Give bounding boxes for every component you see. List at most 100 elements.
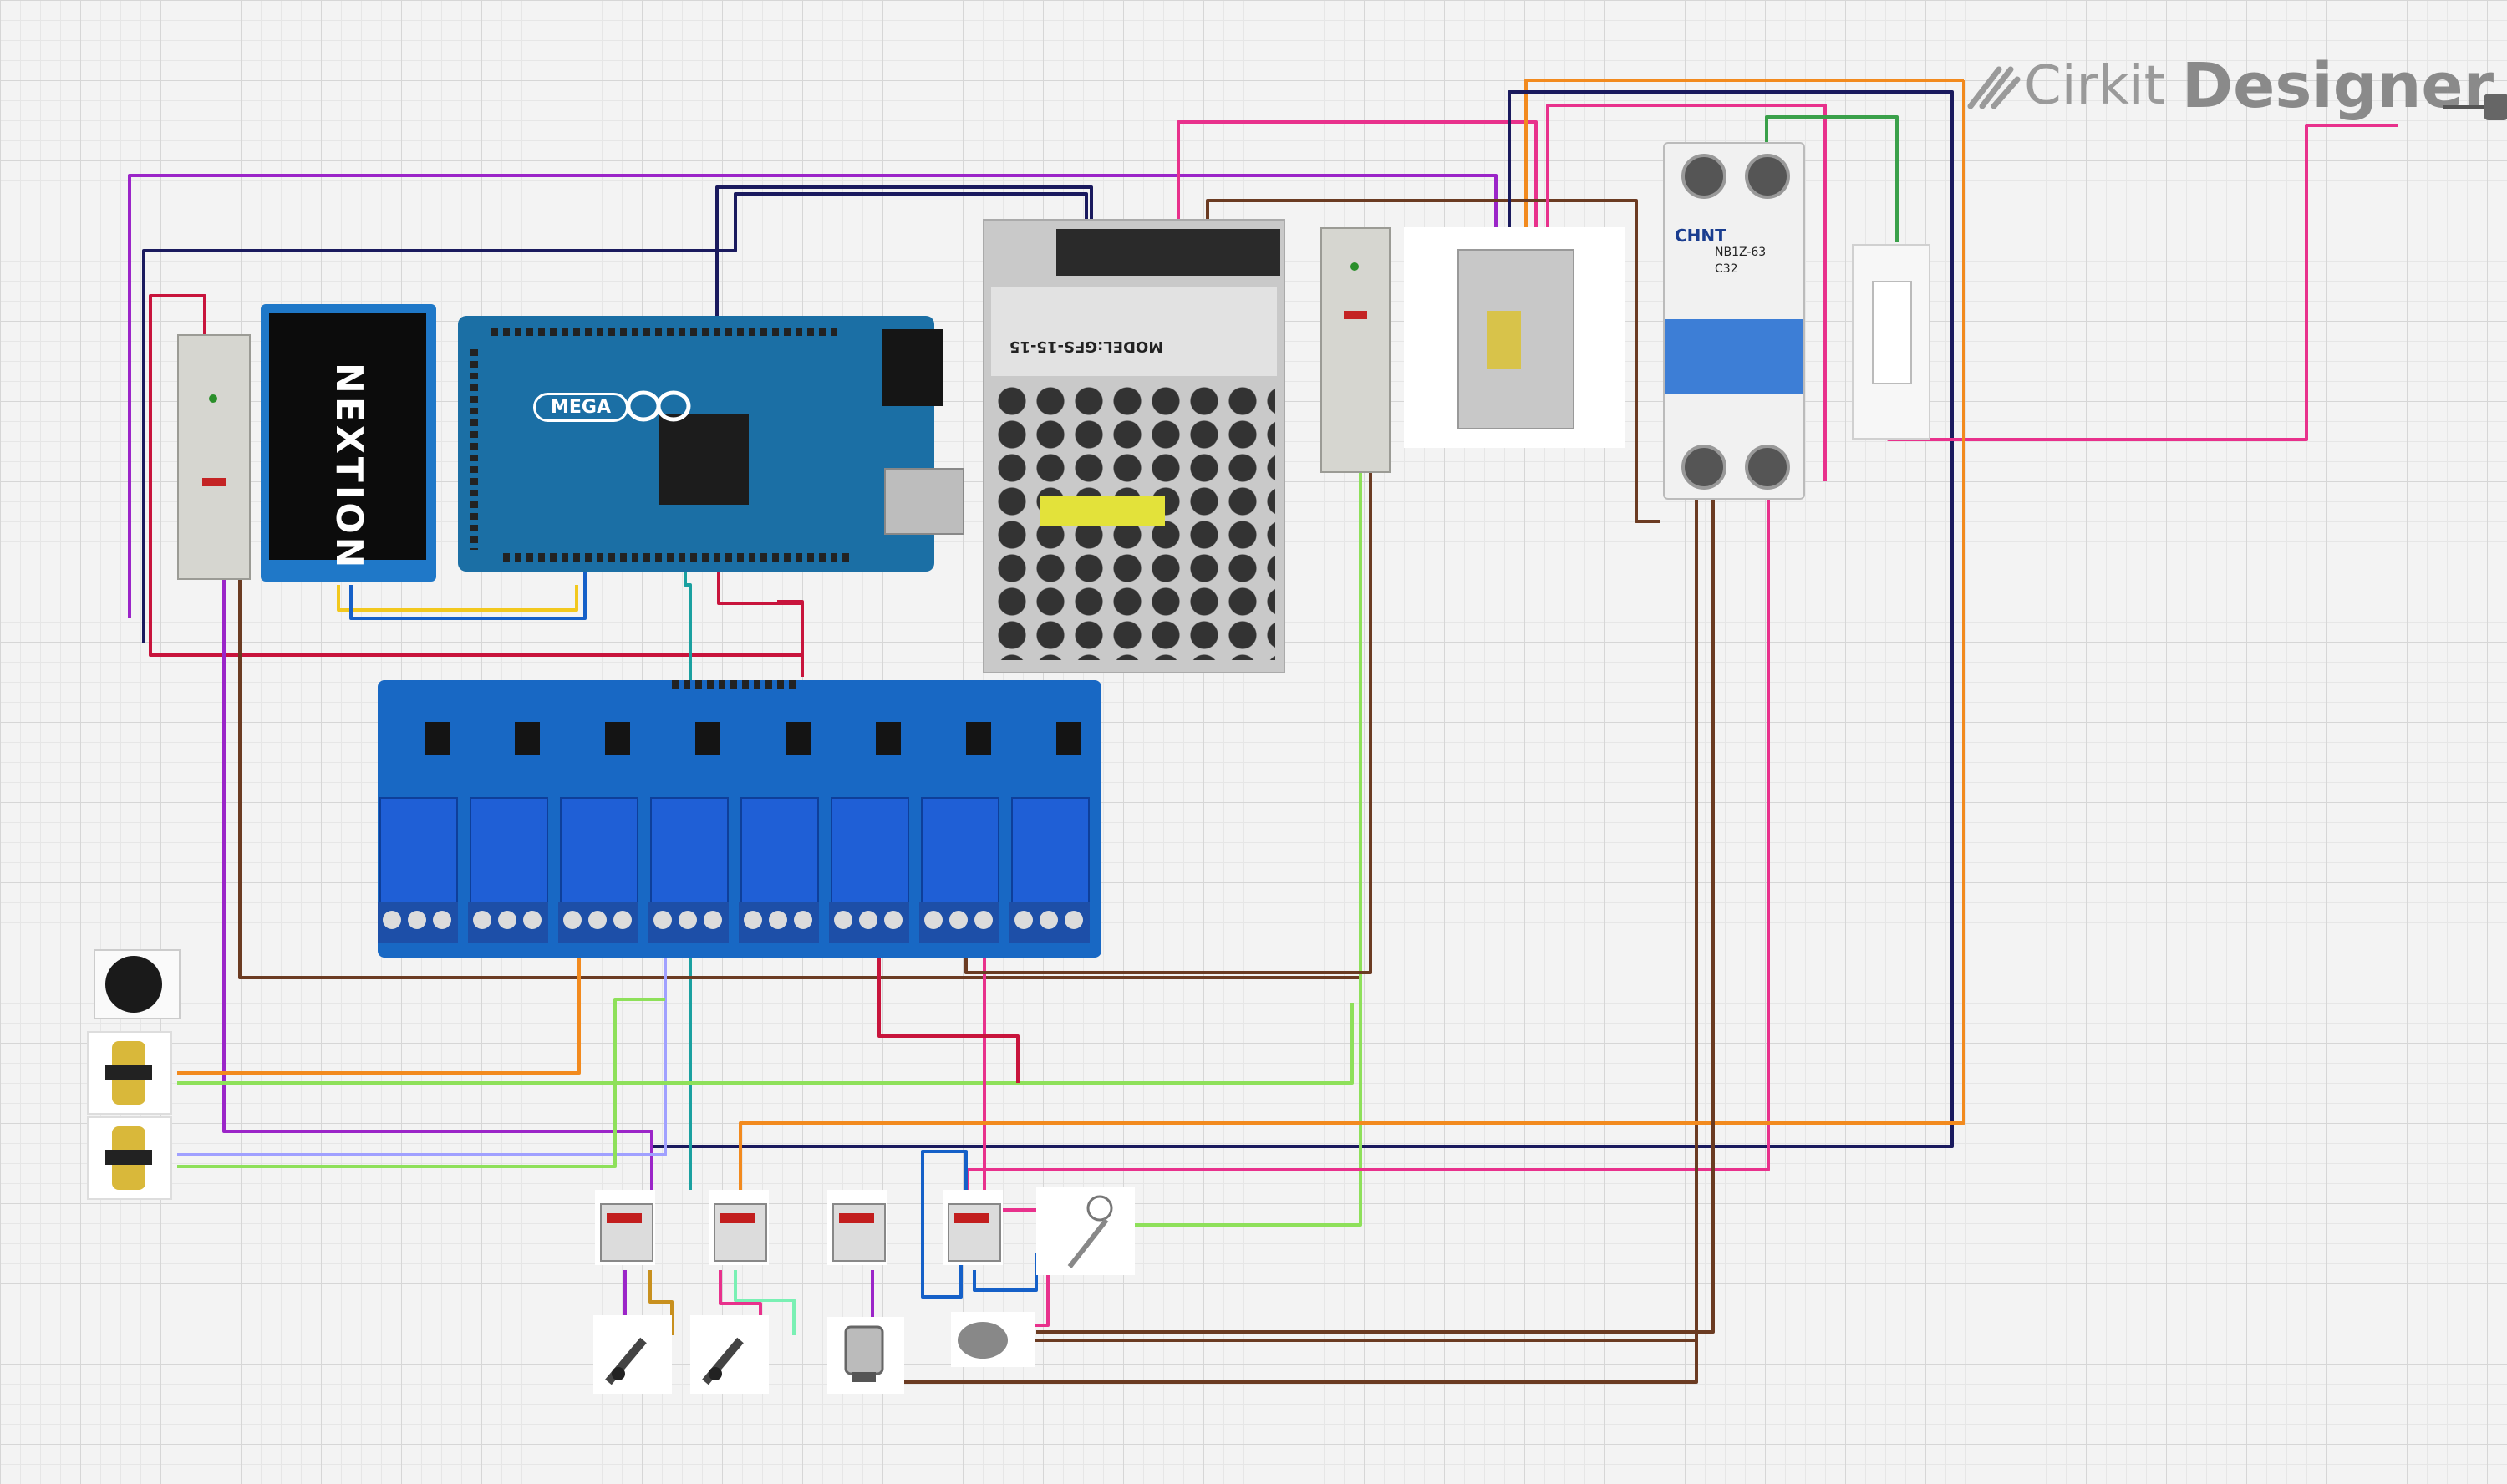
wire[interactable] (921, 1150, 968, 1298)
relay (379, 797, 458, 916)
wire[interactable] (222, 575, 653, 1190)
circuit-breaker[interactable]: CHNT NB1Z-63 C32 (1663, 142, 1805, 500)
power-supply-gfs-15-15[interactable]: MODEL:GFS-15-15 (983, 219, 1285, 673)
relay-terminal-block (919, 902, 999, 943)
psu-model-text: MODEL:GFS-15-15 (1009, 338, 1164, 355)
arduino-mega-board[interactable]: MEGA (458, 316, 964, 572)
psu-transformer (1040, 496, 1165, 526)
relay-terminal-block (1009, 902, 1090, 943)
din-power-supply-5v[interactable] (177, 334, 251, 580)
mega-label: MEGA (533, 393, 629, 422)
breaker-rating: C32 (1715, 262, 1738, 276)
optocoupler (425, 722, 450, 755)
optocoupler (1056, 722, 1081, 755)
din-power-supply-12v[interactable] (1320, 227, 1391, 473)
relay-terminal-block (378, 902, 458, 943)
wire[interactable] (1206, 199, 1660, 523)
wire[interactable] (177, 946, 667, 1156)
cirkit-logo-icon (1967, 66, 2021, 109)
breaker-terminal-screw (1745, 154, 1790, 199)
breaker-terminal-screw (1681, 445, 1726, 490)
heating-element-icon (605, 1337, 647, 1385)
wire[interactable] (1765, 115, 1899, 242)
wire[interactable] (177, 946, 581, 1075)
wire[interactable] (337, 585, 578, 612)
buzzer-speaker-icon (105, 956, 162, 1013)
microcontroller-chip (659, 414, 749, 505)
digital-header (503, 553, 854, 562)
psu-label-face (991, 287, 1277, 376)
relay (921, 797, 999, 916)
arduino-infinity-icon (626, 390, 691, 422)
psu-component (1487, 311, 1521, 369)
wire[interactable] (964, 472, 1372, 974)
breaker-terminal-screw (1681, 154, 1726, 199)
heater-element[interactable] (690, 1315, 769, 1394)
optocoupler (605, 722, 630, 755)
relay-terminal-block (558, 902, 638, 943)
solid-state-relay[interactable] (827, 1190, 887, 1265)
buzzer[interactable] (94, 949, 181, 1019)
wire[interactable] (1080, 468, 1362, 1227)
relay (1011, 797, 1090, 916)
breaker-toggle[interactable] (1665, 319, 1803, 394)
wire[interactable] (1524, 79, 1964, 251)
relay (831, 797, 909, 916)
usb-port (884, 468, 964, 535)
cirkit-designer-logo: Cirkit Designer (1965, 48, 2507, 124)
heater-element[interactable] (593, 1315, 672, 1394)
nextion-brand: NEXTION (328, 363, 370, 572)
optocoupler (695, 722, 720, 755)
relay (560, 797, 638, 916)
optocoupler (786, 722, 811, 755)
thermocouple-probe-icon (1067, 1195, 1113, 1268)
breaker-terminal-screw (1745, 445, 1790, 490)
logo-cirkit-text: Cirkit (2024, 55, 2165, 117)
relay-terminal-block (648, 902, 729, 943)
mixer-motor[interactable] (827, 1317, 904, 1394)
wire[interactable] (1177, 120, 1538, 251)
optocoupler (876, 722, 901, 755)
wire[interactable] (177, 1003, 1354, 1085)
wire[interactable] (734, 1270, 796, 1335)
valve[interactable] (951, 1312, 1035, 1367)
wire[interactable] (1546, 104, 1827, 481)
water-pump[interactable] (87, 1031, 172, 1115)
eight-channel-relay-module[interactable] (378, 680, 1101, 958)
meanwell-logo-icon (202, 478, 226, 486)
optocoupler (515, 722, 540, 755)
solid-state-relay[interactable] (709, 1190, 769, 1265)
wire[interactable] (142, 192, 1088, 643)
plug-icon (2443, 94, 2507, 120)
meanwell-logo-icon (1344, 311, 1367, 319)
solid-state-relay[interactable] (595, 1190, 655, 1265)
relay (740, 797, 819, 916)
breaker-model: NB1Z-63 (1715, 246, 1767, 259)
motor-icon (844, 1325, 884, 1382)
dc-jack (882, 329, 943, 406)
psu-terminal-block (1056, 229, 1280, 276)
wire[interactable] (877, 946, 1020, 1083)
heating-element-icon (702, 1337, 744, 1385)
enclosed-power-supply[interactable] (1404, 227, 1625, 448)
logo-designer-text: Designer (2181, 50, 2494, 122)
wire[interactable] (1030, 1273, 1050, 1327)
wire[interactable] (349, 572, 587, 620)
switch-rocker[interactable] (1872, 281, 1912, 384)
temperature-probe[interactable] (1036, 1187, 1135, 1275)
wire[interactable] (128, 174, 1498, 618)
power-analog-header (491, 328, 842, 336)
wire[interactable] (1036, 495, 1715, 1334)
comm-header (470, 349, 478, 550)
wire[interactable] (648, 1270, 674, 1335)
relay-terminal-block (468, 902, 548, 943)
wire[interactable] (903, 1337, 1698, 1384)
dc-ok-led (1350, 262, 1359, 271)
water-pump[interactable] (87, 1116, 172, 1200)
wire[interactable] (739, 80, 1965, 1190)
nextion-display[interactable]: NEXTION (261, 304, 436, 582)
relay (650, 797, 729, 916)
solid-state-relay[interactable] (943, 1190, 1003, 1265)
wall-switch[interactable] (1852, 244, 1930, 440)
relay (470, 797, 548, 916)
